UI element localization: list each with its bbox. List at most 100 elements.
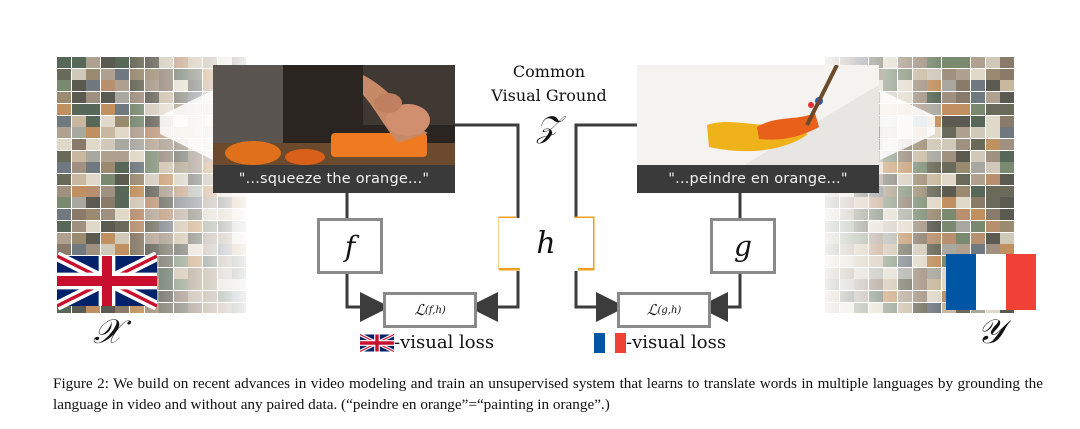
mosaic-thumbnail <box>71 244 86 256</box>
mosaic-thumbnail <box>57 115 71 127</box>
mosaic-thumbnail <box>71 174 86 185</box>
mosaic-thumbnail <box>1000 92 1015 104</box>
mosaic-thumbnail <box>115 244 130 256</box>
mosaic-thumbnail <box>941 244 956 256</box>
mosaic-thumbnail <box>985 127 1000 139</box>
mosaic-thumbnail <box>971 92 985 104</box>
mosaic-thumbnail <box>115 57 130 68</box>
mosaic-thumbnail <box>956 150 971 162</box>
mosaic-thumbnail <box>86 115 101 127</box>
mosaic-thumbnail <box>100 174 115 185</box>
mosaic-thumbnail <box>985 80 1000 92</box>
right-loss-box: ℒ(g,h) <box>617 292 711 328</box>
mosaic-thumbnail <box>86 185 101 197</box>
mosaic-thumbnail <box>57 174 71 185</box>
mosaic-thumbnail <box>1000 209 1015 221</box>
mosaic-thumbnail <box>57 220 71 232</box>
mosaic-thumbnail <box>985 138 1000 150</box>
mosaic-thumbnail <box>941 174 956 185</box>
mosaic-thumbnail <box>100 209 115 221</box>
mosaic-thumbnail <box>100 185 115 197</box>
right-visual-loss-label: -visual loss <box>594 332 726 353</box>
mosaic-thumbnail <box>971 150 985 162</box>
mosaic-thumbnail <box>985 244 1000 256</box>
mosaic-thumbnail <box>71 220 86 232</box>
mosaic-thumbnail <box>971 68 985 80</box>
mosaic-thumbnail <box>100 162 115 174</box>
mosaic-thumbnail <box>956 185 971 197</box>
mosaic-thumbnail <box>956 57 971 68</box>
mosaic-thumbnail <box>1000 220 1015 232</box>
mosaic-thumbnail <box>971 103 985 115</box>
mosaic-thumbnail <box>115 150 130 162</box>
mosaic-thumbnail <box>971 220 985 232</box>
mosaic-thumbnail <box>941 80 956 92</box>
mosaic-thumbnail <box>57 57 71 68</box>
mosaic-thumbnail <box>71 197 86 209</box>
mosaic-thumbnail <box>971 244 985 256</box>
domain-x-label: 𝒳 <box>93 312 123 352</box>
mosaic-thumbnail <box>985 115 1000 127</box>
h-label: h <box>536 225 556 261</box>
left-frame-to-h-line <box>455 123 520 218</box>
mosaic-thumbnail <box>985 220 1000 232</box>
right-video-frame: "...peindre en orange..." <box>637 65 879 193</box>
common-label-line1: Common <box>512 62 586 81</box>
mosaic-thumbnail <box>956 80 971 92</box>
mosaic-thumbnail <box>115 220 130 232</box>
mosaic-thumbnail <box>115 209 130 221</box>
f-to-loss-arrow <box>345 271 390 322</box>
mosaic-thumbnail <box>971 80 985 92</box>
mosaic-thumbnail <box>71 68 86 80</box>
mosaic-thumbnail <box>115 185 130 197</box>
mosaic-thumbnail <box>115 174 130 185</box>
mosaic-thumbnail <box>71 185 86 197</box>
mosaic-thumbnail <box>941 150 956 162</box>
mosaic-thumbnail <box>941 197 956 209</box>
mosaic-thumbnail <box>57 244 71 256</box>
mosaic-thumbnail <box>971 115 985 127</box>
mosaic-thumbnail <box>985 103 1000 115</box>
g-label: g <box>734 229 752 263</box>
figure-caption: Figure 2: We build on recent advances in… <box>53 375 1043 413</box>
mosaic-thumbnail <box>71 209 86 221</box>
mosaic-thumbnail <box>71 127 86 139</box>
mosaic-thumbnail <box>985 174 1000 185</box>
mosaic-thumbnail <box>1000 127 1015 139</box>
mosaic-thumbnail <box>100 232 115 244</box>
france-flag-icon <box>946 254 1036 310</box>
mosaic-thumbnail <box>57 185 71 197</box>
right-spotlight <box>880 90 935 160</box>
mosaic-thumbnail <box>115 80 130 92</box>
mosaic-thumbnail <box>941 92 956 104</box>
mosaic-thumbnail <box>1000 103 1015 115</box>
g-to-loss-arrow <box>698 271 742 322</box>
mosaic-thumbnail <box>956 244 971 256</box>
mosaic-thumbnail <box>985 185 1000 197</box>
mosaic-thumbnail <box>71 138 86 150</box>
mosaic-thumbnail <box>115 138 130 150</box>
mosaic-thumbnail <box>985 92 1000 104</box>
mosaic-thumbnail <box>941 138 956 150</box>
mosaic-thumbnail <box>71 103 86 115</box>
mosaic-thumbnail <box>57 127 71 139</box>
mosaic-thumbnail <box>985 68 1000 80</box>
mosaic-thumbnail <box>1000 115 1015 127</box>
f-function-box: f <box>317 218 383 274</box>
uk-flag-icon <box>57 252 157 310</box>
mosaic-thumbnail <box>57 162 71 174</box>
mosaic-thumbnail <box>941 57 956 68</box>
mosaic-thumbnail <box>1000 174 1015 185</box>
mosaic-thumbnail <box>86 80 101 92</box>
mosaic-thumbnail <box>956 115 971 127</box>
mosaic-thumbnail <box>985 150 1000 162</box>
right-subtitle: "...peindre en orange..." <box>637 165 879 193</box>
mosaic-thumbnail <box>941 209 956 221</box>
mosaic-thumbnail <box>71 150 86 162</box>
mosaic-thumbnail <box>971 174 985 185</box>
common-label-line2: Visual Ground <box>491 86 607 105</box>
mosaic-thumbnail <box>971 197 985 209</box>
mosaic-thumbnail <box>985 209 1000 221</box>
common-visual-ground-label: Common Visual Ground <box>470 60 628 108</box>
mosaic-thumbnail <box>57 80 71 92</box>
